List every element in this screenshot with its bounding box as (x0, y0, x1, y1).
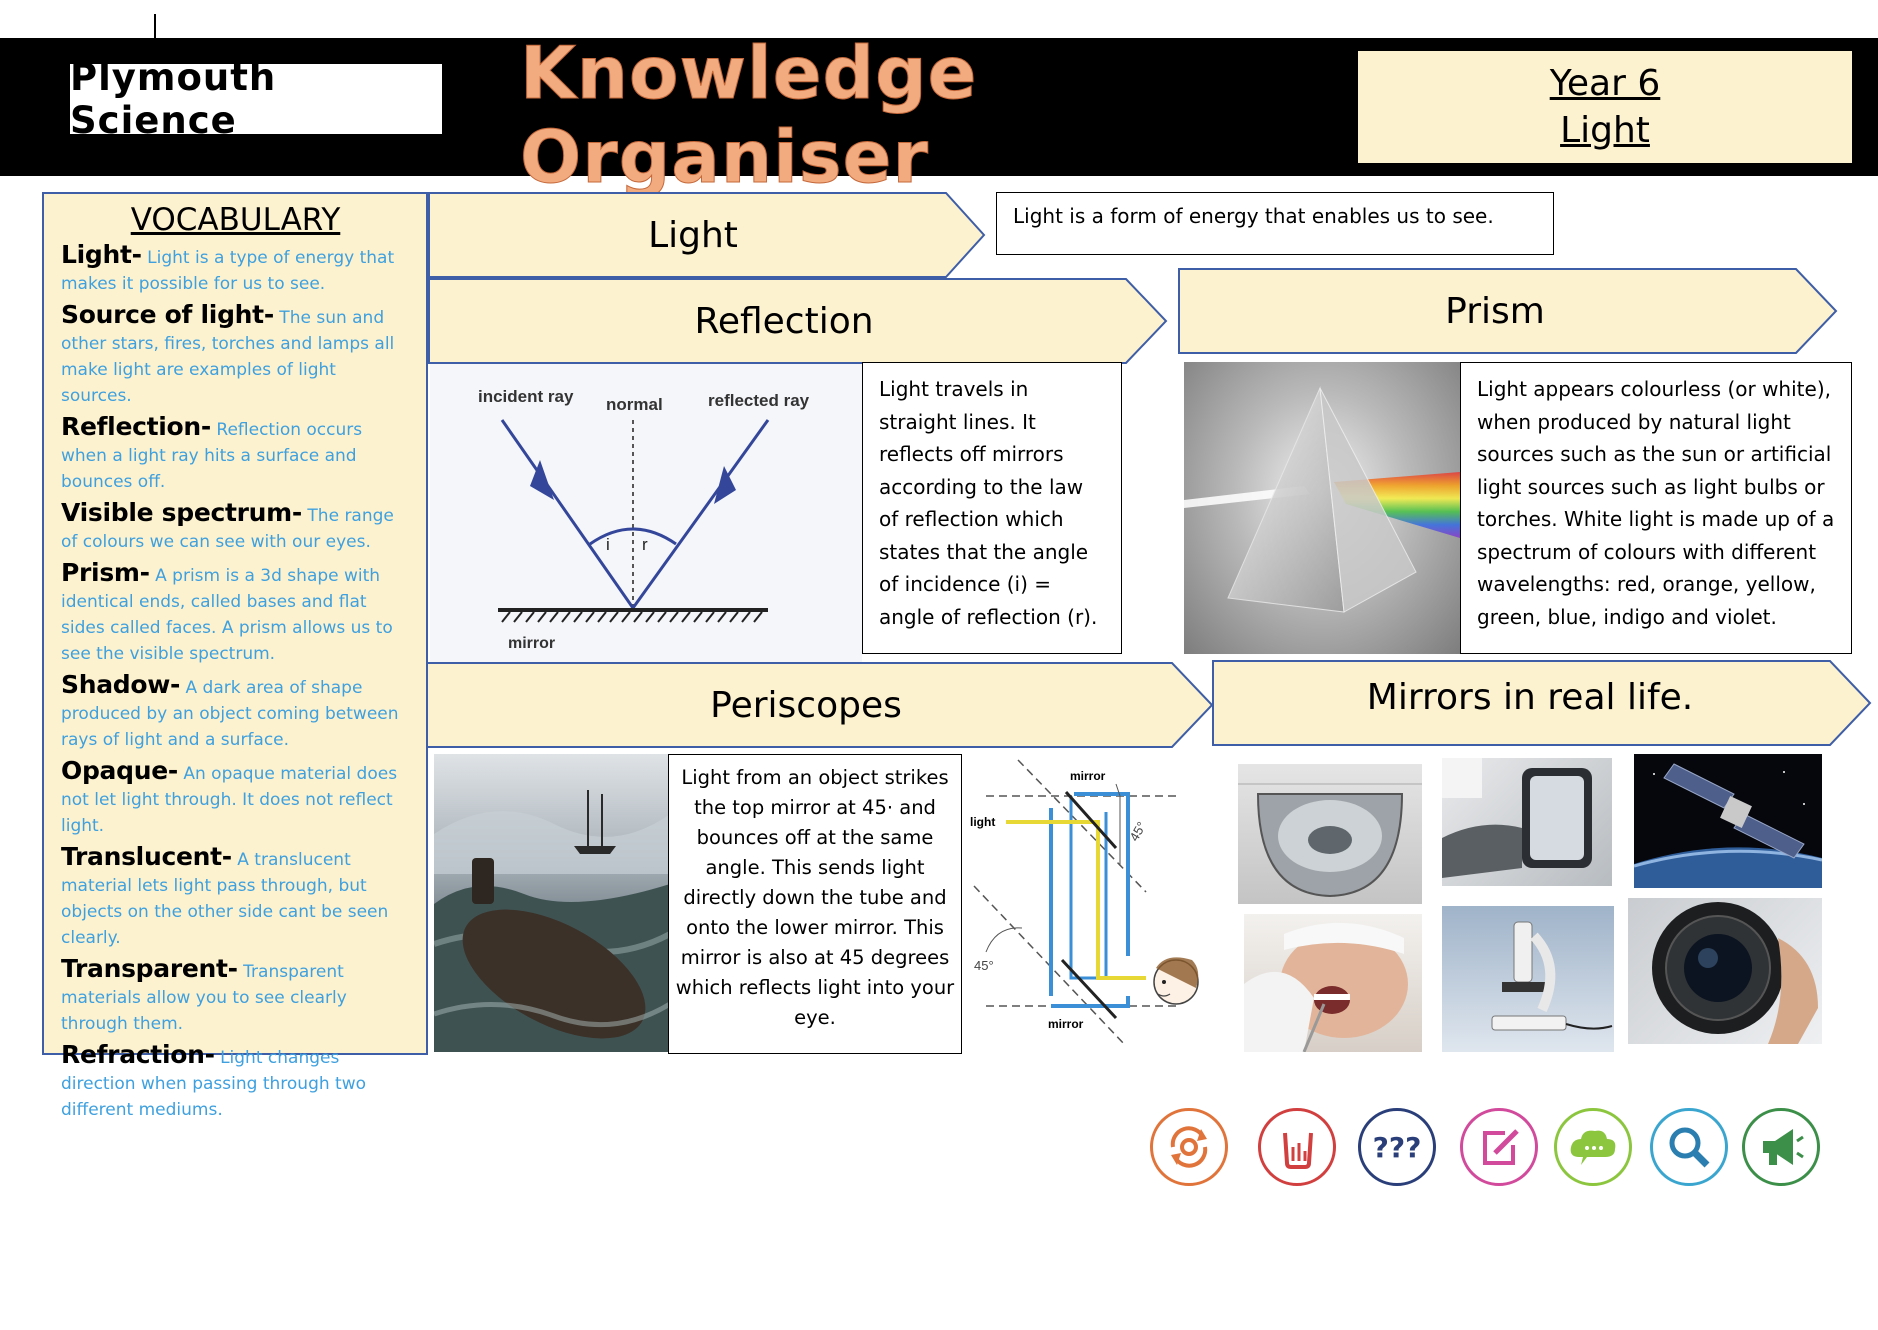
periscopes-text-box: Light from an object strikes the top mir… (668, 754, 962, 1054)
reflection-text: Light travels in straight lines. It refl… (879, 377, 1098, 629)
angle-r-label: r (642, 535, 648, 554)
vocab-definition: The sun and other stars, fires, torches … (61, 308, 395, 406)
vocab-definition: A prism is a 3d shape with identical end… (61, 566, 393, 664)
vocabulary-panel: VOCABULARY Light- Light is a type of ene… (42, 192, 428, 1120)
light-heading-arrow: Light (428, 192, 986, 278)
beaker-icon (1258, 1108, 1336, 1186)
vocab-definition: An opaque material does not let light th… (61, 764, 398, 836)
vocab-definition: Transparent materials allow you to see c… (61, 962, 347, 1034)
edit-icon (1460, 1108, 1538, 1186)
vocab-term: Opaque- (61, 756, 178, 785)
page-title: Knowledge Organiser (520, 31, 978, 200)
eye-face-sketch (1153, 957, 1199, 1005)
prism-text-box: Light appears colourless (or white), whe… (1460, 362, 1852, 654)
vocab-item: Shadow- A dark area of shape produced by… (61, 672, 410, 753)
vocabulary-heading: VOCABULARY (130, 202, 341, 238)
activity-icons-row: ??? (1150, 1108, 1820, 1190)
question-marks-icon: ??? (1358, 1108, 1436, 1186)
top-mirror-label: mirror (1070, 769, 1106, 783)
mirrors-heading-arrow: Mirrors in real life. (1212, 660, 1872, 746)
periscopes-heading: Periscopes (710, 684, 902, 726)
megaphone-icon (1742, 1108, 1820, 1186)
light-definition-box: Light is a form of energy that enables u… (996, 192, 1554, 255)
submarine-photo (434, 754, 670, 1052)
dome-mirror-photo (1238, 764, 1422, 904)
prism-heading: Prism (1445, 290, 1545, 332)
vocab-item: Transparent- Transparent materials allow… (61, 956, 410, 1037)
vocab-definition: The range of colours we can see with our… (61, 506, 394, 552)
bottom-angle-label: 45° (974, 958, 994, 973)
vocab-definition: A translucent material lets light pass t… (61, 850, 389, 948)
vocab-item: Refraction- Light changes direction when… (61, 1042, 410, 1123)
incident-ray-label: incident ray (478, 387, 574, 406)
speech-cloud-icon (1554, 1108, 1632, 1186)
vocab-term: Prism- (61, 558, 150, 587)
bottom-mirror-label: mirror (1048, 1017, 1084, 1031)
vocab-definition: A dark area of shape produced by an obje… (61, 678, 399, 750)
vocab-item: Reflection- Reflection occurs when a lig… (61, 414, 410, 495)
prism-text: Light appears colourless (or white), whe… (1477, 377, 1835, 629)
vocab-term: Refraction- (61, 1040, 215, 1069)
magnifier-icon (1650, 1108, 1728, 1186)
vocab-term: Source of light- (61, 300, 274, 329)
vocab-term: Translucent- (61, 842, 232, 871)
light-definition: Light is a form of energy that enables u… (1013, 204, 1494, 228)
year-label: Year 6 (1549, 63, 1661, 104)
camera-lens-photo (1628, 898, 1822, 1044)
satellite-photo (1634, 754, 1822, 888)
light-heading: Light (648, 214, 738, 256)
normal-label: normal (606, 395, 663, 414)
periscopes-heading-arrow: Periscopes (426, 662, 1214, 748)
vocab-item: Opaque- An opaque material does not let … (61, 758, 410, 839)
vocab-term: Shadow- (61, 670, 181, 699)
dentist-mirror-photo (1244, 914, 1422, 1052)
vocabulary-list: Light- Light is a type of energy that ma… (61, 242, 410, 1123)
vocab-definition: Light changes direction when passing thr… (61, 1048, 367, 1120)
cycle-gear-icon (1150, 1108, 1228, 1186)
microscope-photo (1442, 906, 1614, 1052)
topic-label: Light (1560, 110, 1650, 151)
vocab-term: Visible spectrum- (61, 498, 303, 527)
periscope-diagram: mirror light mirror 45° 45° (966, 756, 1212, 1052)
vocab-item: Prism- A prism is a 3d shape with identi… (61, 560, 410, 667)
vocab-item: Source of light- The sun and other stars… (61, 302, 410, 409)
year-topic-box: Year 6 Light (1358, 51, 1852, 163)
periscopes-text: Light from an object strikes the top mir… (675, 766, 955, 1029)
mirror-label: mirror (508, 635, 555, 652)
vocab-term: Light- (61, 240, 142, 269)
reflected-ray-label: reflected ray (708, 391, 810, 410)
vocab-item: Translucent- A translucent material lets… (61, 844, 410, 951)
plymouth-science-logo: Plymouth Science (70, 56, 442, 142)
reflection-text-box: Light travels in straight lines. It refl… (862, 362, 1122, 654)
vocab-term: Reflection- (61, 412, 211, 441)
prism-heading-arrow: Prism (1178, 268, 1838, 354)
text-cursor (154, 14, 156, 40)
vocab-term: Transparent- (61, 954, 238, 983)
mirrors-heading: Mirrors in real life. (1366, 676, 1694, 718)
reflection-heading-arrow: Reflection (428, 278, 1168, 364)
prism-photo (1184, 362, 1460, 654)
car-mirror-photo (1442, 758, 1612, 886)
vocab-definition: Light is a type of energy that makes it … (61, 248, 395, 294)
reflection-diagram: incident ray normal reflected ray i r mi… (430, 364, 862, 662)
light-label: light (970, 815, 995, 829)
vocab-item: Visible spectrum- The range of colours w… (61, 500, 410, 555)
vocab-item: Light- Light is a type of energy that ma… (61, 242, 410, 297)
vocab-definition: Reflection occurs when a light ray hits … (61, 420, 363, 492)
reflection-heading: Reflection (694, 300, 874, 342)
angle-i-label: i (606, 535, 610, 554)
mirror-hatching (501, 611, 763, 623)
